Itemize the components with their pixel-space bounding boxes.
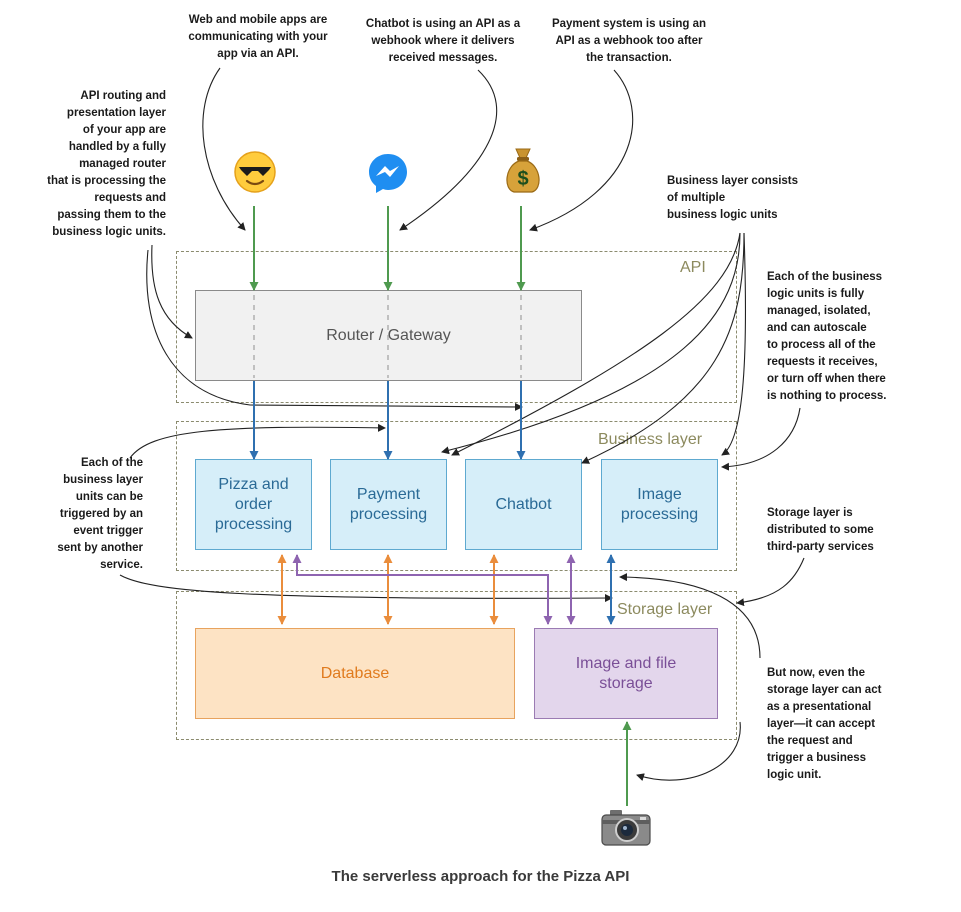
pizza-order-processing-box: Pizza and order processing: [195, 459, 312, 550]
database-box: Database: [195, 628, 515, 719]
figure-caption: The serverless approach for the Pizza AP…: [331, 868, 630, 885]
payment-processing-box: Payment processing: [330, 459, 447, 550]
note-api-routing: API routing and presentation layer of yo…: [47, 90, 166, 238]
camera-icon: [601, 810, 651, 846]
business-layer-label: Business layer: [598, 431, 703, 448]
note-event-trigger: Each of the business layer units can be …: [57, 457, 143, 571]
note-chatbot-webhook: Chatbot is using an API as a webhook whe…: [365, 18, 521, 64]
note-storage-presentational: But now, even the storage layer can act …: [767, 667, 882, 781]
note-business-layer: Business layer consists of multiple busi…: [667, 175, 799, 221]
svg-text:$: $: [517, 168, 528, 190]
api-layer-label: API: [680, 259, 706, 276]
note-payment-webhook: Payment system is using an API as a webh…: [551, 18, 707, 64]
note-units-managed: Each of the business logic units is full…: [767, 271, 887, 402]
note-storage-distributed: Storage layer is distributed to some thi…: [767, 507, 874, 553]
note-web-apps: Web and mobile apps are communicating wi…: [188, 14, 328, 60]
messenger-icon: [369, 154, 407, 193]
sunglasses-face-icon: [234, 151, 276, 193]
image-processing-box: Image processing: [601, 459, 718, 550]
storage-layer-label: Storage layer: [617, 601, 713, 618]
money-bag-icon: $: [506, 148, 540, 193]
image-file-storage-box: Image and file storage: [534, 628, 718, 719]
